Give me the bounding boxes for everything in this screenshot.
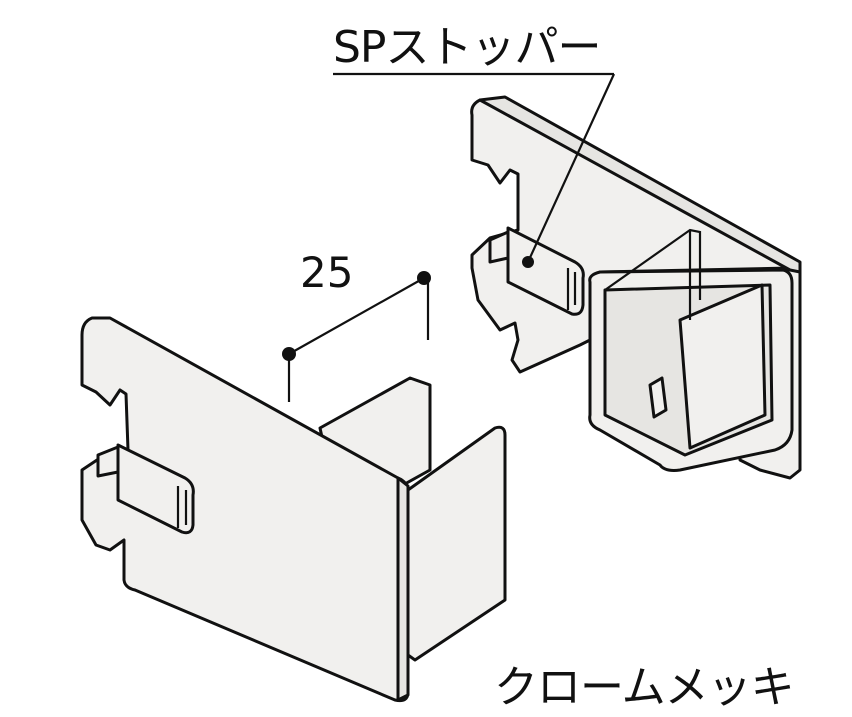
finish-label: クロームメッキ bbox=[494, 662, 795, 713]
stopper-slot bbox=[566, 268, 577, 310]
sp-stopper-label: SPストッパー bbox=[333, 22, 601, 73]
sp-stopper-right bbox=[506, 226, 585, 316]
dimension-dot-end bbox=[417, 271, 431, 285]
stopper-clip bbox=[488, 230, 510, 264]
right-plate-top-edge bbox=[478, 95, 802, 274]
right-rail-divider bbox=[604, 228, 702, 320]
sp-stopper-leader bbox=[333, 72, 616, 268]
right-rail-tab bbox=[648, 376, 668, 419]
stopper-slot-left bbox=[176, 486, 188, 528]
sp-stopper-left bbox=[116, 443, 195, 535]
dimension-dot-start bbox=[282, 347, 296, 361]
stopper-clip-left bbox=[96, 445, 120, 478]
left-back-plate bbox=[80, 316, 410, 703]
left-plate-side bbox=[396, 476, 410, 702]
left-rail-front bbox=[406, 425, 507, 662]
dimension-label: 25 bbox=[300, 248, 354, 297]
dimension-indicator bbox=[282, 271, 431, 402]
left-bracket bbox=[80, 316, 507, 703]
right-bracket bbox=[470, 95, 802, 480]
right-rail-inner bbox=[678, 283, 767, 450]
right-back-plate bbox=[470, 98, 802, 480]
